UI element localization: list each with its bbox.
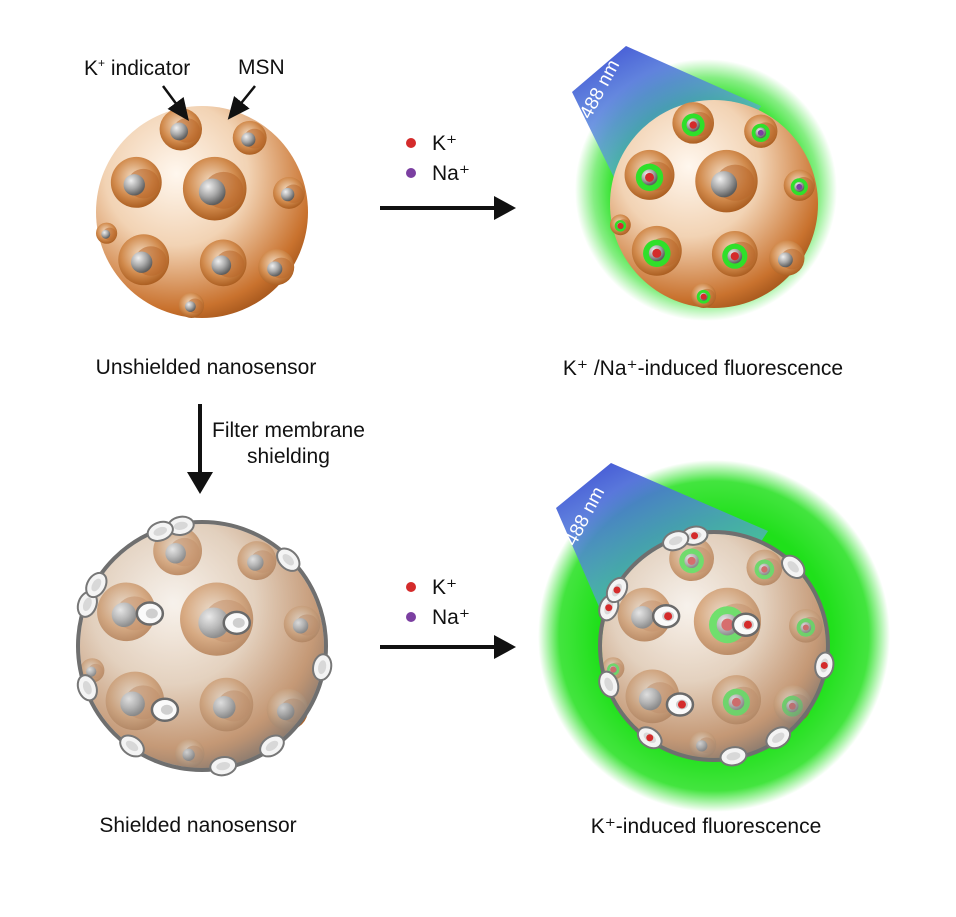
pore: [783, 169, 815, 201]
legend-k-label: K⁺: [432, 131, 458, 155]
legend-k-bottom: K⁺: [406, 572, 470, 602]
caption-unshielded: Unshielded nanosensor: [95, 356, 317, 379]
caption-both-fluorescence: K⁺ /Na⁺-induced fluorescence: [562, 357, 844, 380]
top-fluorescent-particle: [572, 46, 837, 321]
pore: [96, 222, 118, 244]
step-line-1: Filter membrane: [212, 419, 365, 442]
membrane-plug: [731, 612, 761, 637]
membrane-plug: [76, 674, 98, 702]
pore: [711, 231, 758, 277]
pore: [273, 177, 305, 209]
membrane-plug: [765, 726, 792, 750]
indicator-label: K+ indicator: [84, 56, 191, 80]
membrane-plug: [119, 734, 145, 758]
pore: [232, 120, 267, 155]
filter-membrane: [76, 520, 328, 772]
pore: [159, 108, 202, 151]
pore: [199, 239, 247, 287]
legend-na-label: Na⁺: [432, 605, 470, 629]
pore: [624, 149, 675, 200]
membrane-plug: [312, 653, 333, 682]
bottom-fluorescent-particle: [538, 460, 890, 812]
caption-shielded: Shielded nanosensor: [99, 814, 297, 837]
membrane-plug: [598, 670, 620, 698]
legend-na-bottom: Na⁺: [406, 602, 470, 632]
pore: [631, 225, 682, 276]
membrane-plug: [209, 756, 238, 777]
membrane-plug: [665, 692, 695, 717]
pore: [610, 214, 631, 236]
membrane-plug: [85, 571, 108, 599]
caption-k-fluorescence: K⁺-induced fluorescence: [590, 815, 822, 838]
membrane-plug: [636, 726, 663, 750]
membrane-plug: [781, 554, 806, 579]
legend-na-label: Na⁺: [432, 161, 470, 185]
membrane-plug: [135, 601, 165, 626]
membrane-plug: [150, 697, 180, 722]
msn-label: MSN: [238, 56, 285, 79]
ion-legend-bottom: K⁺ Na⁺: [406, 572, 470, 632]
sodium-dot-icon: [406, 168, 416, 178]
potassium-dot-icon: [406, 582, 416, 592]
legend-na-top: Na⁺: [406, 158, 470, 188]
potassium-dot-icon: [406, 138, 416, 148]
pore: [182, 156, 247, 221]
pore: [118, 234, 170, 286]
pore: [258, 249, 295, 286]
step-line-2: shielding: [246, 445, 330, 468]
membrane-plug: [651, 603, 681, 629]
membrane-plug: [146, 520, 174, 542]
unshielded-particle: [96, 106, 308, 318]
shielding-step-label: Filter membrane shielding: [212, 418, 365, 470]
pore: [695, 149, 758, 213]
msn-pointer: [227, 85, 256, 120]
ion-legend-top: K⁺ Na⁺: [406, 128, 470, 188]
legend-k-label: K⁺: [432, 575, 458, 599]
membrane-plug: [259, 734, 285, 758]
pore: [691, 283, 717, 308]
pore: [178, 292, 205, 318]
membrane-plug: [276, 547, 301, 572]
membrane-plug: [814, 651, 835, 680]
membrane-plug: [662, 530, 690, 552]
membrane-plug: [222, 610, 252, 636]
membrane-plug: [719, 746, 748, 767]
legend-k-top: K⁺: [406, 128, 470, 158]
pore: [744, 114, 778, 148]
membrane-plug: [605, 576, 629, 604]
indicator-pointer: [161, 85, 189, 122]
pore: [769, 240, 805, 276]
shielded-particle: [76, 515, 333, 777]
pore: [672, 102, 714, 144]
pore: [110, 156, 162, 208]
sodium-dot-icon: [406, 612, 416, 622]
